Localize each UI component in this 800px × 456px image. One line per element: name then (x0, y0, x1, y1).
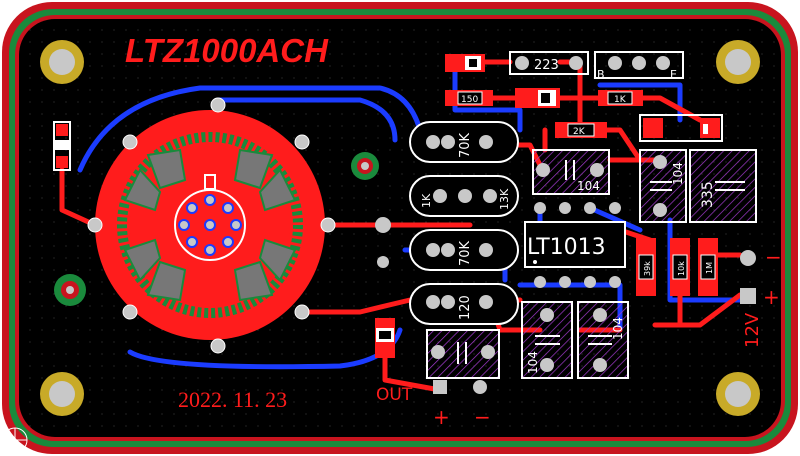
resistor-2k: 2K (555, 122, 607, 138)
mount-hole-top-left (40, 40, 84, 84)
label-70k-1: 70K (458, 132, 473, 158)
board-title: LTZ1000ACH (125, 32, 329, 69)
output-connector: OUT + − (376, 380, 491, 429)
out-label: OUT (376, 385, 413, 405)
label-b: B (597, 68, 605, 81)
diode-left (53, 121, 71, 171)
out-minus: − (474, 405, 491, 429)
label-223: 223 (534, 58, 559, 73)
resistor-120: 120 (409, 283, 519, 325)
label-104-right: 104 (671, 162, 685, 185)
supply-label: 12V (742, 312, 763, 348)
ltz1000-pins (178, 194, 242, 256)
mount-hole-bottom-left (40, 372, 84, 416)
capacitor-335: 335 (689, 149, 757, 223)
resistor-1k-13k: 1K 13K (409, 175, 519, 217)
diode-top (445, 54, 485, 72)
mount-hole-top-right (716, 40, 760, 84)
label-lt1013: LT1013 (527, 235, 606, 260)
ltz1000-ring-pads (87, 97, 336, 354)
thermal-pads (123, 148, 297, 302)
diode-right (639, 114, 723, 142)
capacitor-104-upper: 104 (532, 149, 610, 195)
mount-hole-bottom-right (716, 372, 760, 416)
tantalum-output (375, 318, 395, 358)
label-104-lower-left: 104 (526, 351, 540, 374)
label-70k-2: 70K (458, 240, 473, 266)
transistor-be: B E (594, 51, 684, 81)
capacitor-104-right: 104 (639, 149, 687, 223)
resistor-1m: 1M (698, 238, 718, 296)
board-date: 2022. 11. 23 (178, 387, 287, 412)
diode-middle (515, 88, 560, 108)
label-2k: 2K (573, 127, 586, 137)
label-13k: 13K (498, 188, 511, 210)
origin-marker (2, 427, 28, 453)
resistor-70k-1: 70K (409, 121, 519, 163)
label-39k: 39k (643, 261, 652, 276)
label-104-lower-right: 104 (611, 317, 625, 340)
label-150: 150 (461, 95, 478, 105)
power-connector: − + 12V (740, 245, 782, 348)
capacitor-104-lower-right: 104 (577, 301, 629, 379)
resistor-39k: 39k (636, 238, 656, 296)
ground-via-left (54, 274, 86, 306)
supply-plus: + (763, 285, 780, 309)
label-120: 120 (458, 295, 473, 320)
label-335: 335 (700, 181, 716, 208)
label-1k-top: 1K (614, 95, 627, 105)
resistor-150: 150 (445, 90, 493, 106)
label-104-upper: 104 (577, 179, 600, 193)
label-1m: 1M (705, 262, 714, 274)
label-10k: 10k (677, 261, 686, 276)
resistor-10k: 10k (670, 238, 690, 296)
capacitor-output (426, 329, 500, 379)
resistor-1k-top: 1K (598, 90, 643, 106)
resistor-70k-2: 70K (409, 229, 519, 271)
label-1k-left: 1K (420, 193, 433, 208)
out-plus: + (433, 405, 450, 429)
ic-lt1013: LT1013 (524, 202, 626, 288)
resistor-223: 223 (509, 51, 589, 75)
misc-pads (375, 217, 439, 308)
label-e: E (670, 68, 677, 81)
supply-minus: − (765, 245, 782, 269)
ground-via-upper (351, 152, 379, 180)
capacitor-104-lower-left: 104 (521, 301, 573, 379)
ltz1000-footprint (87, 97, 336, 354)
